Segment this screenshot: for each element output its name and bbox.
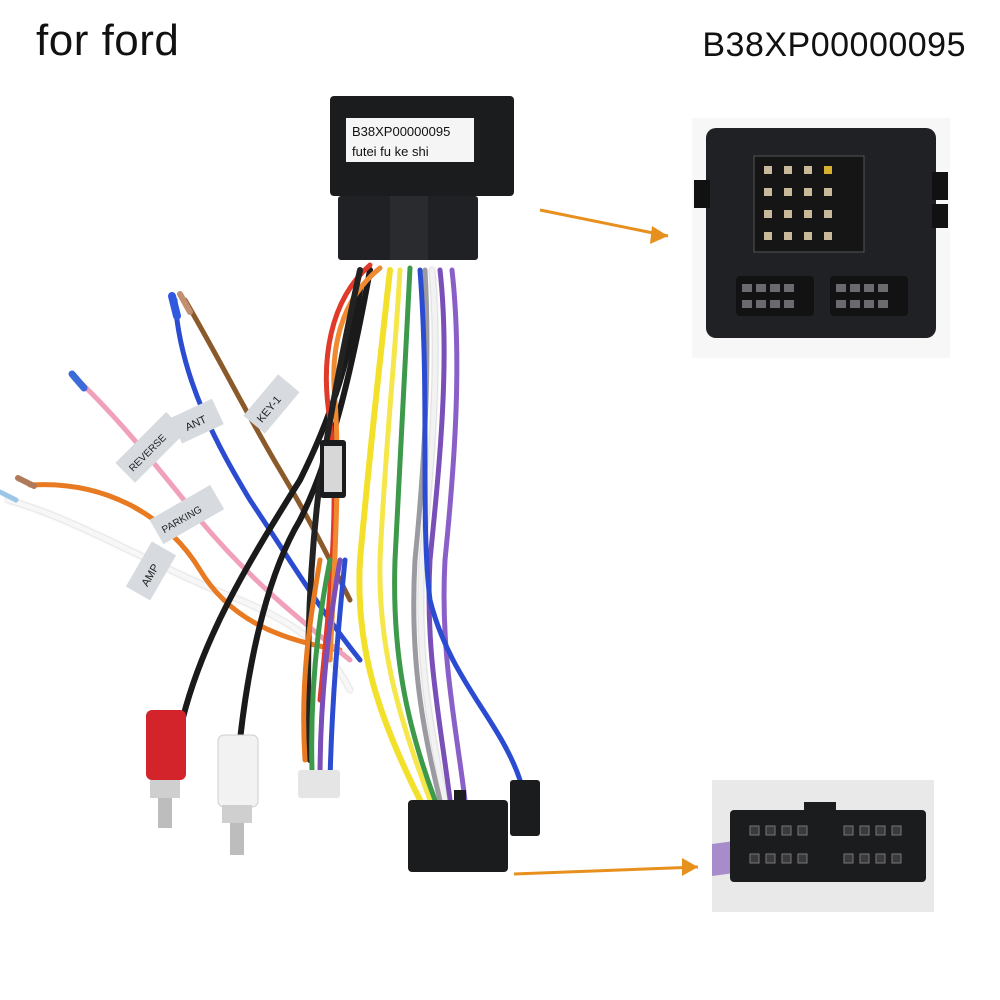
wire-bundle — [0, 262, 523, 803]
main-connector-module: B38XP00000095 futei fu ke shi — [330, 96, 514, 260]
purple-wire-2 — [441, 267, 468, 803]
pigtail-purple — [317, 557, 343, 783]
tag-reverse: REVERSE — [115, 412, 186, 483]
tag-amp: AMP — [125, 541, 177, 601]
pigtail-blue — [327, 557, 348, 783]
green-wire — [392, 265, 438, 803]
module-label-line1: B38XP00000095 — [352, 124, 450, 139]
left-pigtail-plug — [298, 770, 340, 798]
pigtail-green — [309, 557, 333, 773]
rca-plug-white — [217, 734, 259, 855]
orange-wire-2 — [327, 265, 383, 663]
pins — [764, 166, 832, 240]
bottom-main-connector — [408, 790, 508, 872]
brown-wire-tip — [177, 291, 193, 315]
yellow-wire-1 — [356, 267, 423, 803]
module-label-line2: futei fu ke shi — [352, 144, 429, 159]
caption-for-ford: for ford — [36, 16, 180, 65]
gray-wire — [411, 267, 443, 803]
pigtail-orange — [301, 557, 323, 763]
connector-face-inset — [692, 118, 950, 358]
blue-wire — [172, 297, 363, 663]
blue-wire-2 — [417, 267, 523, 783]
yellow-wire-2 — [377, 267, 433, 803]
sixteen-pin-connector-inset — [712, 780, 934, 912]
part-number-caption: B38XP00000095 — [702, 26, 966, 64]
orange-wire-tip — [15, 475, 37, 489]
orange-wire — [27, 482, 343, 653]
purple-wire-1 — [426, 267, 453, 803]
black-rca-cable-1 — [177, 287, 363, 733]
white-wire-2 — [418, 267, 448, 803]
rca-plug-red — [146, 710, 186, 828]
white-wire-tip — [0, 489, 19, 503]
wire-tags: ANT KEY-1 REVERSE PARKING AMP — [115, 374, 300, 601]
inline-connector — [320, 440, 346, 498]
black-rca-cable-2 — [237, 267, 373, 743]
bottom-small-connector — [510, 780, 540, 836]
blue-wire-tip — [168, 292, 181, 320]
arrow-right-icon — [539, 208, 669, 244]
pink-wire-tip — [68, 370, 88, 392]
arrow-right-icon — [513, 858, 699, 876]
